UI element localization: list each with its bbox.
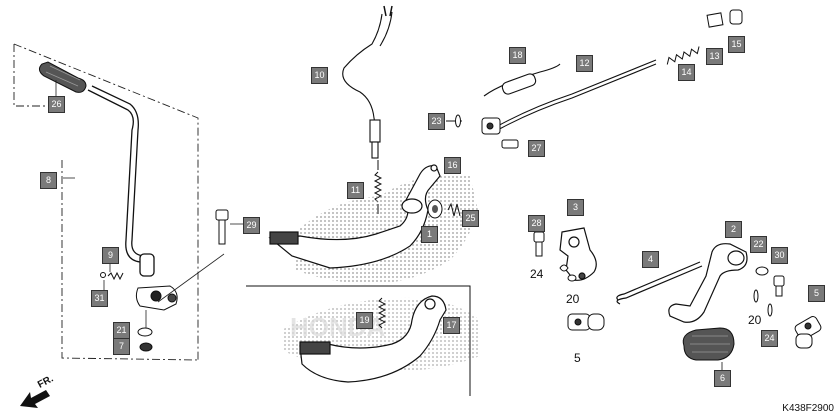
callout-23: 23 — [428, 113, 445, 130]
left-assembly-boundary — [13, 43, 199, 361]
callout-21: 21 — [113, 322, 130, 339]
callout-18: 18 — [509, 47, 526, 64]
callout-5-right: 5 — [808, 285, 825, 302]
label-20-right: 20 — [748, 313, 762, 327]
callout-12: 12 — [576, 55, 593, 72]
shift-rod-shape — [616, 261, 703, 305]
callout-9: 9 — [102, 247, 119, 264]
callout-8: 8 — [40, 172, 57, 189]
callout-19: 19 — [356, 312, 373, 329]
gear-pedal-shape — [668, 243, 748, 323]
callout-31: 31 — [91, 290, 108, 307]
callout-17: 17 — [443, 317, 460, 334]
callout-2: 2 — [725, 221, 742, 238]
callout-4: 4 — [642, 251, 659, 268]
callout-16: 16 — [444, 157, 461, 174]
callout-13: 13 — [706, 48, 723, 65]
callout-27: 27 — [528, 140, 545, 157]
label-5-left: 5 — [574, 351, 581, 365]
brake-pedal-upper-shape — [268, 164, 441, 269]
callout-6: 6 — [714, 370, 731, 387]
front-arrow-shape — [20, 390, 50, 408]
label-24-left: 24 — [530, 267, 544, 281]
callout-15: 15 — [728, 36, 745, 53]
brake-rod-shape — [483, 59, 657, 133]
callout-22: 22 — [750, 236, 767, 253]
callout-1: 1 — [421, 226, 438, 243]
callout-14: 14 — [678, 64, 695, 81]
callout-3: 3 — [567, 199, 584, 216]
label-20-left: 20 — [566, 292, 580, 306]
callout-30: 30 — [771, 247, 788, 264]
callout-29: 29 — [243, 217, 260, 234]
bolt-shape — [215, 209, 229, 245]
kick-arm-shape — [87, 85, 155, 277]
kick-rubber-shape — [38, 61, 87, 93]
callout-10: 10 — [311, 67, 328, 84]
callout-26: 26 — [48, 96, 65, 113]
callout-28: 28 — [528, 215, 545, 232]
shift-arm-shape — [559, 227, 597, 281]
diagram-code: K438F2900 — [782, 403, 834, 414]
callout-11: 11 — [347, 182, 364, 199]
callout-7: 7 — [113, 338, 130, 355]
callout-25: 25 — [462, 210, 479, 227]
callout-24-right: 24 — [761, 330, 778, 347]
brake-pedal-lower-shape — [299, 295, 447, 383]
switch-cable-shape — [342, 11, 393, 159]
kick-pivot-shape — [135, 285, 178, 311]
